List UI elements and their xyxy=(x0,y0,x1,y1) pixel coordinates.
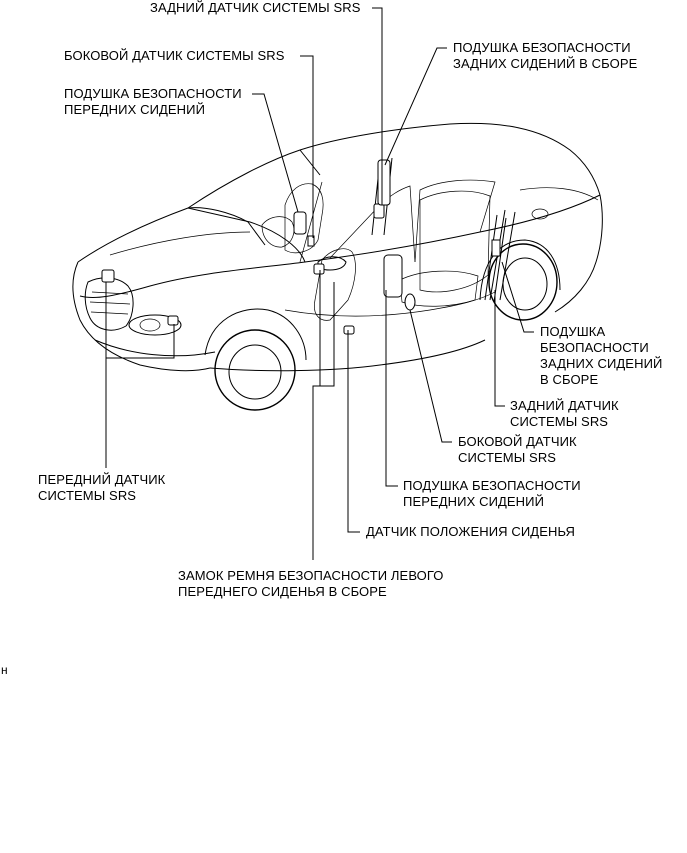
rear-side-sensor-marker xyxy=(491,239,501,257)
leader-lines xyxy=(105,7,534,560)
label-front-srs-sensor: ПЕРЕДНИЙ ДАТЧИК СИСТЕМЫ SRS xyxy=(38,472,165,504)
car-rear-seat-cushion xyxy=(399,270,479,307)
label-line: ЗАДНИХ СИДЕНИЙ В СБОРЕ xyxy=(453,56,638,71)
label-line: В СБОРЕ xyxy=(540,372,599,387)
car-rear-seat xyxy=(419,190,491,293)
car-fuel-door xyxy=(531,208,549,220)
car-front-bumper-lower xyxy=(94,339,216,357)
buckle-switch-marker xyxy=(313,263,325,275)
leader-side-sensor-top xyxy=(300,55,314,238)
car-side-sill xyxy=(209,339,486,372)
label-line: БЕЗОПАСНОСТИ xyxy=(540,340,649,355)
label-seat-position-sensor: ДАТЧИК ПОЛОЖЕНИЯ СИДЕНЬЯ xyxy=(366,524,575,539)
front-seat-airbag-marker xyxy=(293,211,307,235)
car-floor xyxy=(284,291,496,317)
front-side-airbag-marker xyxy=(383,254,403,298)
label-line: ПЕРЕДНИХ СИДЕНИЙ xyxy=(64,102,206,117)
car-rear-end xyxy=(554,194,603,313)
leader-rear-seat-airbag-right xyxy=(501,261,534,333)
leader-front-seat-airbag-bottom xyxy=(385,290,398,487)
leader-rear-sensor-top xyxy=(372,7,383,205)
label-rear-seat-airbag-top: ПОДУШКА БЕЗОПАСНОСТИ ЗАДНИХ СИДЕНИЙ В СБ… xyxy=(453,40,637,72)
car-belt-line xyxy=(304,194,601,263)
car-rear-door-opening xyxy=(414,179,496,263)
leader-side-sensor-right xyxy=(409,309,452,443)
label-line: ПОДУШКА БЕЗОПАСНОСТИ xyxy=(64,86,242,101)
front-srs-sensor-marker xyxy=(101,269,115,283)
label-front-seat-airbag-bottom: ПОДУШКА БЕЗОПАСНОСТИ ПЕРЕДНИХ СИДЕНИЙ xyxy=(403,478,581,510)
leader-front-sensor-bracket xyxy=(106,324,175,359)
label-rear-srs-sensor-top: ЗАДНИЙ ДАТЧИК СИСТЕМЫ SRS xyxy=(150,0,361,15)
label-buckle-switch: ЗАМОК РЕМНЯ БЕЗОПАСНОСТИ ЛЕВОГО ПЕРЕДНЕГ… xyxy=(178,568,444,600)
label-line: ЗАМОК РЕМНЯ БЕЗОПАСНОСТИ ЛЕВОГО xyxy=(178,568,444,583)
car-grille-bars xyxy=(89,291,131,315)
car-front-wheel xyxy=(214,329,296,411)
leader-seat-position-sensor xyxy=(347,330,360,533)
label-side-srs-sensor-top: БОКОВОЙ ДАТЧИК СИСТЕМЫ SRS xyxy=(64,48,285,63)
label-line: ЗАДНИХ СИДЕНИЙ xyxy=(540,356,663,371)
car-rear-wheel xyxy=(488,243,558,321)
label-front-seat-airbag-top: ПОДУШКА БЕЗОПАСНОСТИ ПЕРЕДНИХ СИДЕНИЙ xyxy=(64,86,242,118)
car-trunk-line xyxy=(519,187,599,201)
leader-rear-seat-airbag-top xyxy=(384,47,447,166)
label-line: ПЕРЕДНИЙ ДАТЧИК xyxy=(38,472,166,487)
srs-components xyxy=(101,159,501,335)
front-srs-sensor-marker-2 xyxy=(167,315,179,326)
label-line: ПОДУШКА xyxy=(540,324,606,339)
car-front-door-opening xyxy=(299,181,416,263)
car-hood-crease xyxy=(109,231,251,256)
label-rear-srs-sensor-right: ЗАДНИЙ ДАТЧИК СИСТЕМЫ SRS xyxy=(510,398,619,430)
car-grille xyxy=(84,277,134,331)
label-line: ПОДУШКА БЕЗОПАСНОСТИ xyxy=(453,40,631,55)
label-line: ПОДУШКА БЕЗОПАСНОСТИ xyxy=(403,478,581,493)
car-side-mirror xyxy=(317,256,347,271)
label-line: СИСТЕМЫ SRS xyxy=(510,414,609,429)
car-rear-wheel-arch xyxy=(479,239,561,301)
label-line: ПЕРЕДНИХ СИДЕНИЙ xyxy=(403,494,545,509)
label-line: ПЕРЕДНЕГО СИДЕНЬЯ В СБОРЕ xyxy=(178,584,387,599)
seat-position-sensor-marker xyxy=(343,325,355,335)
rear-srs-sensor-marker xyxy=(373,203,385,219)
car-hood xyxy=(77,207,306,299)
car-front-wheel-arch xyxy=(204,308,307,361)
car-roof-outline xyxy=(187,122,601,209)
car-headlight xyxy=(128,314,182,336)
label-line: БОКОВОЙ ДАТЧИК xyxy=(458,434,577,449)
car-illustration xyxy=(72,122,603,411)
rear-seat-airbag-marker xyxy=(377,159,391,206)
label-line: ЗАДНИЙ ДАТЧИК xyxy=(510,398,619,413)
side-srs-sensor-marker xyxy=(404,293,416,311)
stray-mark: н xyxy=(1,663,8,677)
car-front-wheel-rim xyxy=(228,344,282,400)
label-line: СИСТЕМЫ SRS xyxy=(458,450,557,465)
car-steering-wheel xyxy=(261,216,295,248)
leader-front-seat-airbag-top xyxy=(252,93,299,213)
label-line: СИСТЕМЫ SRS xyxy=(38,488,137,503)
label-rear-seat-airbag-right: ПОДУШКА БЕЗОПАСНОСТИ ЗАДНИХ СИДЕНИЙ В СБ… xyxy=(540,324,662,388)
leader-buckle-switch xyxy=(312,270,321,560)
label-side-srs-sensor-right: БОКОВОЙ ДАТЧИК СИСТЕМЫ SRS xyxy=(458,434,577,466)
front-seat-side-sensor-marker xyxy=(307,235,315,247)
car-front-seat-left xyxy=(284,183,324,254)
car-headlight-inner xyxy=(139,318,161,332)
leader-buckle-bracket xyxy=(313,282,335,387)
car-rear-wheel-rim xyxy=(502,257,548,311)
car-rear-airbag-strip xyxy=(484,214,507,303)
leader-rear-sensor-right xyxy=(494,290,505,407)
